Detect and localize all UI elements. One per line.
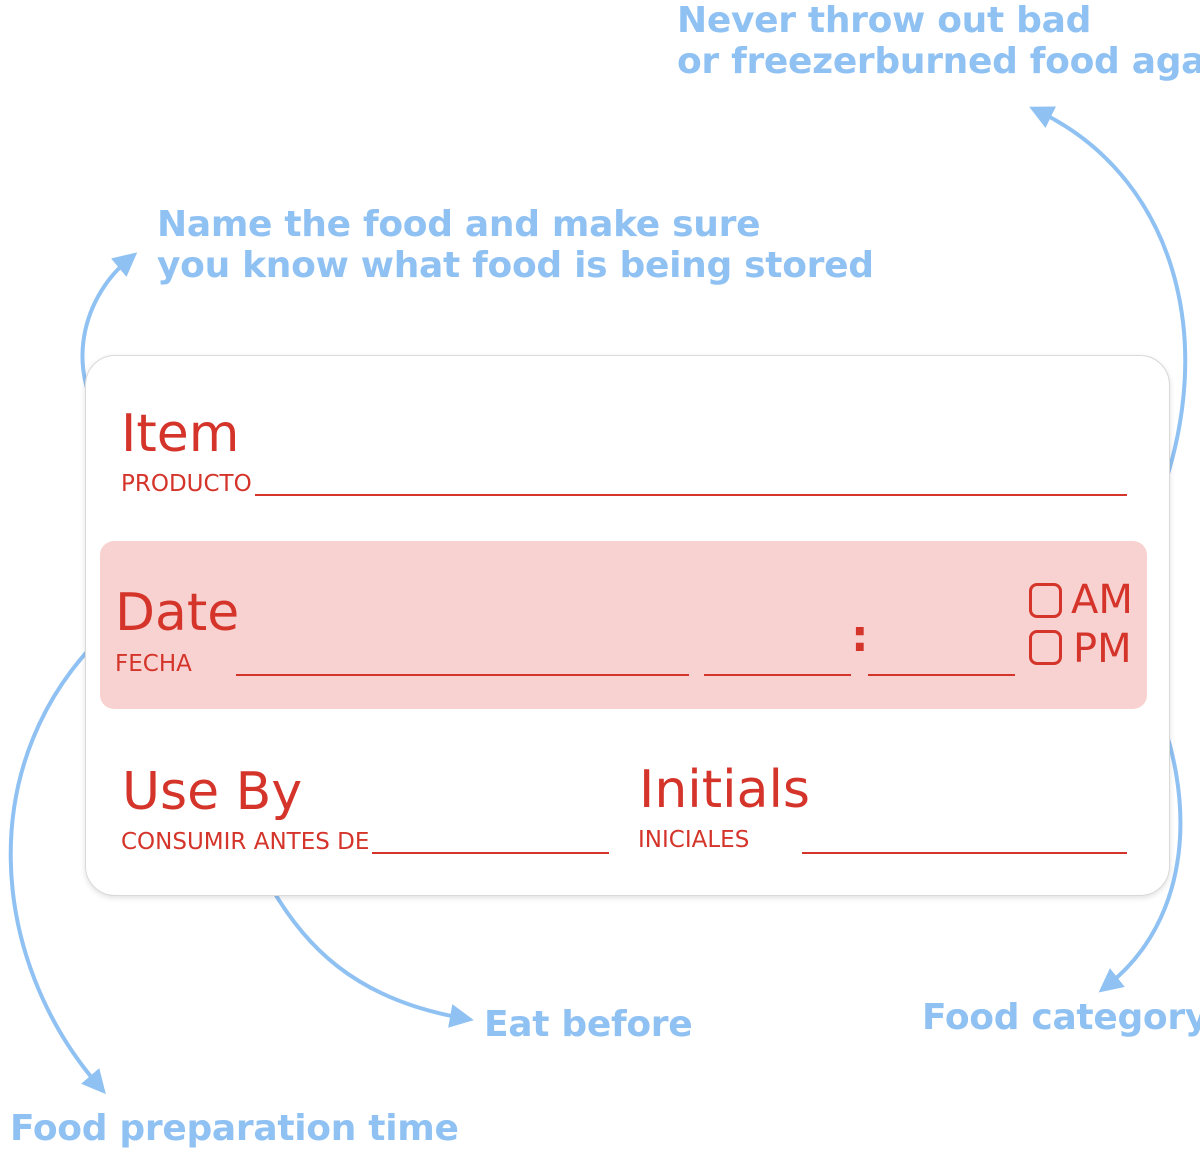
callout-never-throw: Never throw out bad or freezerburned foo… [677,0,1200,82]
initials-subtitle: INICIALES [638,827,750,853]
minute-write-line[interactable] [868,674,1015,676]
time-separator: : [851,611,869,662]
am-label: AM [1071,577,1133,623]
hour-write-line[interactable] [704,674,851,676]
callout-never-throw-line1: Never throw out bad [677,0,1092,41]
item-write-line[interactable] [255,494,1127,496]
callout-food-category: Food category [922,997,1200,1038]
item-title: Item [121,404,240,464]
use-by-title: Use By [122,762,303,822]
callout-eat-before: Eat before [484,1004,693,1045]
pm-label: PM [1073,626,1132,672]
callout-name-food-line1: Name the food and make sure [157,204,761,245]
am-checkbox[interactable] [1029,583,1062,618]
callout-prep-time: Food preparation time [10,1108,459,1149]
callout-name-food-line2: you know what food is being stored [157,245,874,286]
use-by-write-line[interactable] [372,852,609,854]
date-write-line[interactable] [236,674,689,676]
date-band [100,541,1147,709]
date-subtitle: FECHA [115,651,192,677]
date-title: Date [115,583,240,643]
callout-never-throw-line2: or freezerburned food again! [677,41,1200,82]
callout-name-food: Name the food and make sure you know wha… [157,204,874,286]
arrow-to-prep-time [8,628,110,1095]
initials-title: Initials [639,760,810,820]
item-subtitle: PRODUCTO [121,471,252,497]
use-by-subtitle: CONSUMIR ANTES DE [121,829,370,855]
pm-checkbox[interactable] [1029,630,1062,665]
initials-write-line[interactable] [802,852,1127,854]
